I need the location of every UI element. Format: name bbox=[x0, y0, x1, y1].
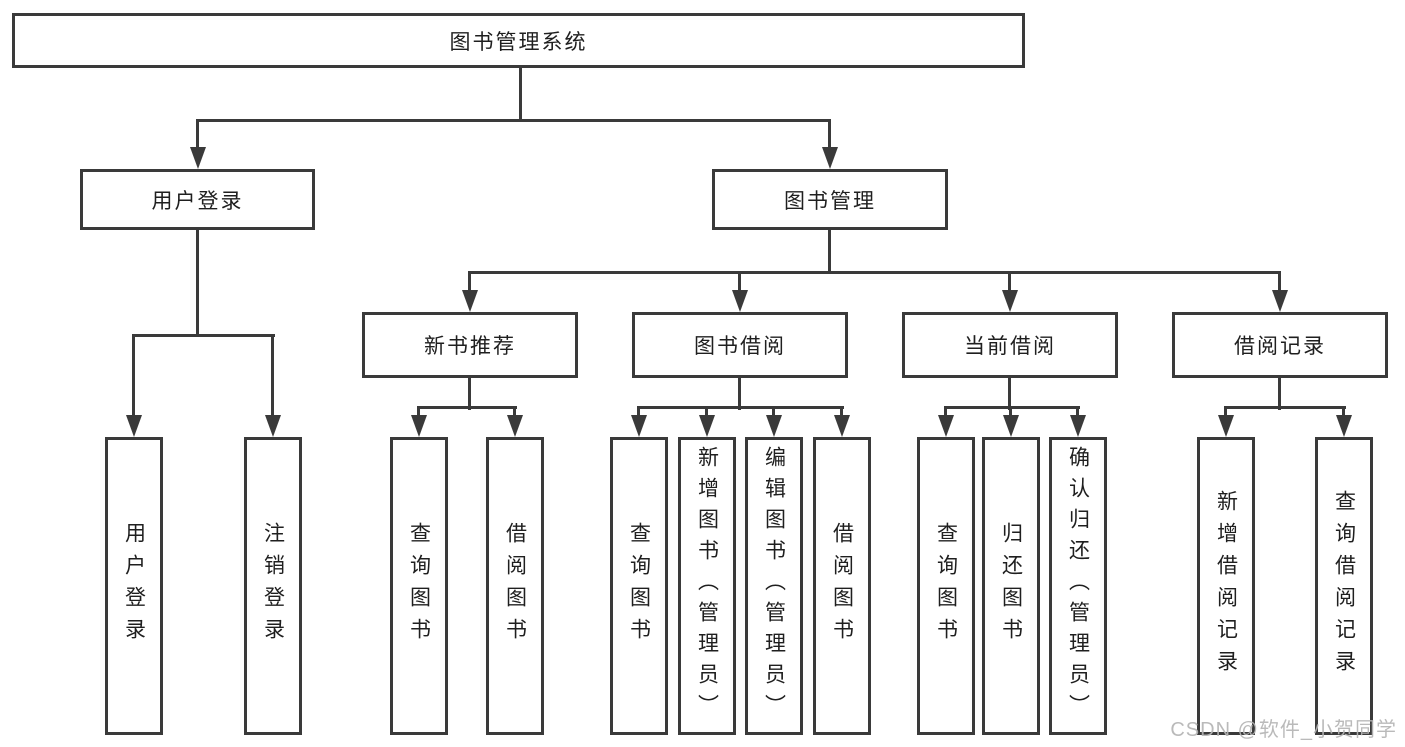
node-label: 图书管理 bbox=[784, 189, 876, 213]
arrow-down-icon bbox=[766, 415, 782, 437]
leaf-add-borrow-record: 新增借阅记录 bbox=[1197, 437, 1255, 735]
csdn-watermark: CSDN @软件_小贺同学 bbox=[1170, 719, 1397, 741]
node-label: 新增图书（管理员） bbox=[695, 446, 719, 725]
leaf-query-books-recommend: 查询图书 bbox=[390, 437, 448, 735]
leaf-query-books-borrowing: 查询图书 bbox=[610, 437, 668, 735]
node-label: 查询图书 bbox=[934, 522, 958, 650]
connector-records-drop bbox=[1278, 378, 1281, 410]
connector-stem bbox=[513, 408, 516, 418]
connector-stem bbox=[840, 408, 843, 418]
node-book-management: 图书管理 bbox=[712, 169, 948, 230]
node-label: 编辑图书（管理员） bbox=[762, 446, 786, 725]
connector-stem-borrow-records bbox=[1278, 273, 1281, 292]
arrow-down-icon bbox=[1336, 415, 1352, 437]
connector-level3-split bbox=[468, 271, 1281, 274]
connector-book-mgmt-drop bbox=[828, 230, 831, 274]
arrow-down-icon bbox=[265, 415, 281, 437]
node-user-login: 用户登录 bbox=[80, 169, 315, 230]
leaf-return-books: 归还图书 bbox=[982, 437, 1040, 735]
connector-new-books-split bbox=[417, 406, 517, 409]
arrow-down-icon bbox=[1272, 290, 1288, 312]
node-library-management-system: 图书管理系统 bbox=[12, 13, 1025, 68]
connector-stem bbox=[1224, 408, 1227, 418]
node-borrowing-records: 借阅记录 bbox=[1172, 312, 1388, 378]
connector-level1-split bbox=[196, 119, 831, 122]
arrow-down-icon bbox=[834, 415, 850, 437]
connector-book-borrow-drop bbox=[738, 378, 741, 410]
connector-records-split bbox=[1224, 406, 1346, 409]
node-label: 查询图书 bbox=[627, 522, 651, 650]
connector-stem bbox=[637, 408, 640, 418]
connector-stem-leaf-login bbox=[132, 335, 135, 417]
arrow-down-icon bbox=[699, 415, 715, 437]
connector-stem-book-mgmt bbox=[828, 120, 831, 148]
node-label: 借阅图书 bbox=[503, 522, 527, 650]
connector-stem bbox=[1009, 408, 1012, 418]
node-new-book-recommend: 新书推荐 bbox=[362, 312, 578, 378]
node-label: 新增借阅记录 bbox=[1214, 490, 1238, 682]
node-label: 用户登录 bbox=[151, 189, 244, 213]
connector-new-books-drop bbox=[468, 378, 471, 410]
connector-book-borrow-split bbox=[637, 406, 844, 409]
arrow-down-icon bbox=[411, 415, 427, 437]
node-label: 新书推荐 bbox=[424, 335, 516, 358]
connector-current-borrow-drop bbox=[1008, 378, 1011, 410]
arrow-down-icon bbox=[938, 415, 954, 437]
node-label: 当前借阅 bbox=[964, 335, 1056, 358]
arrow-down-icon bbox=[822, 147, 838, 169]
node-label: 借阅记录 bbox=[1234, 335, 1326, 358]
node-book-borrowing: 图书借阅 bbox=[632, 312, 848, 378]
connector-stem-leaf-logout bbox=[271, 335, 274, 417]
connector-stem bbox=[772, 408, 775, 418]
node-label: 查询图书 bbox=[407, 522, 431, 650]
connector-user-login-split bbox=[132, 334, 275, 337]
leaf-query-books-current: 查询图书 bbox=[917, 437, 975, 735]
connector-stem-new-books bbox=[468, 273, 471, 292]
connector-stem-book-borrow bbox=[738, 273, 741, 292]
connector-stem bbox=[1342, 408, 1345, 418]
leaf-borrow-books: 借阅图书 bbox=[813, 437, 871, 735]
node-current-borrowing: 当前借阅 bbox=[902, 312, 1118, 378]
connector-stem bbox=[417, 408, 420, 418]
leaf-user-login: 用户登录 bbox=[105, 437, 163, 735]
arrow-down-icon bbox=[507, 415, 523, 437]
node-label: 归还图书 bbox=[999, 522, 1023, 650]
arrow-down-icon bbox=[1070, 415, 1086, 437]
arrow-down-icon bbox=[631, 415, 647, 437]
leaf-edit-books-admin: 编辑图书（管理员） bbox=[745, 437, 803, 735]
leaf-logout: 注销登录 bbox=[244, 437, 302, 735]
connector-stem-user-login bbox=[196, 120, 199, 148]
node-label: 查询借阅记录 bbox=[1332, 490, 1356, 682]
leaf-add-books-admin: 新增图书（管理员） bbox=[678, 437, 736, 735]
arrow-down-icon bbox=[1218, 415, 1234, 437]
arrow-down-icon bbox=[126, 415, 142, 437]
connector-stem-current-borrow bbox=[1008, 273, 1011, 292]
node-label: 图书借阅 bbox=[694, 335, 786, 358]
node-label: 用户登录 bbox=[122, 522, 146, 650]
connector-root-drop bbox=[519, 68, 522, 121]
leaf-query-borrow-record: 查询借阅记录 bbox=[1315, 437, 1373, 735]
leaf-confirm-return-admin: 确认归还（管理员） bbox=[1049, 437, 1107, 735]
arrow-down-icon bbox=[462, 290, 478, 312]
node-label: 确认归还（管理员） bbox=[1066, 446, 1090, 725]
node-label: 注销登录 bbox=[261, 522, 285, 650]
connector-current-borrow-split bbox=[944, 406, 1080, 409]
connector-stem bbox=[705, 408, 708, 418]
node-label: 图书管理系统 bbox=[449, 30, 588, 54]
arrow-down-icon bbox=[190, 147, 206, 169]
arrow-down-icon bbox=[1002, 290, 1018, 312]
arrow-down-icon bbox=[1003, 415, 1019, 437]
node-label: 借阅图书 bbox=[830, 522, 854, 650]
connector-user-login-drop bbox=[196, 230, 199, 337]
arrow-down-icon bbox=[732, 290, 748, 312]
leaf-borrow-books-recommend: 借阅图书 bbox=[486, 437, 544, 735]
connector-stem bbox=[944, 408, 947, 418]
connector-stem bbox=[1076, 408, 1079, 418]
